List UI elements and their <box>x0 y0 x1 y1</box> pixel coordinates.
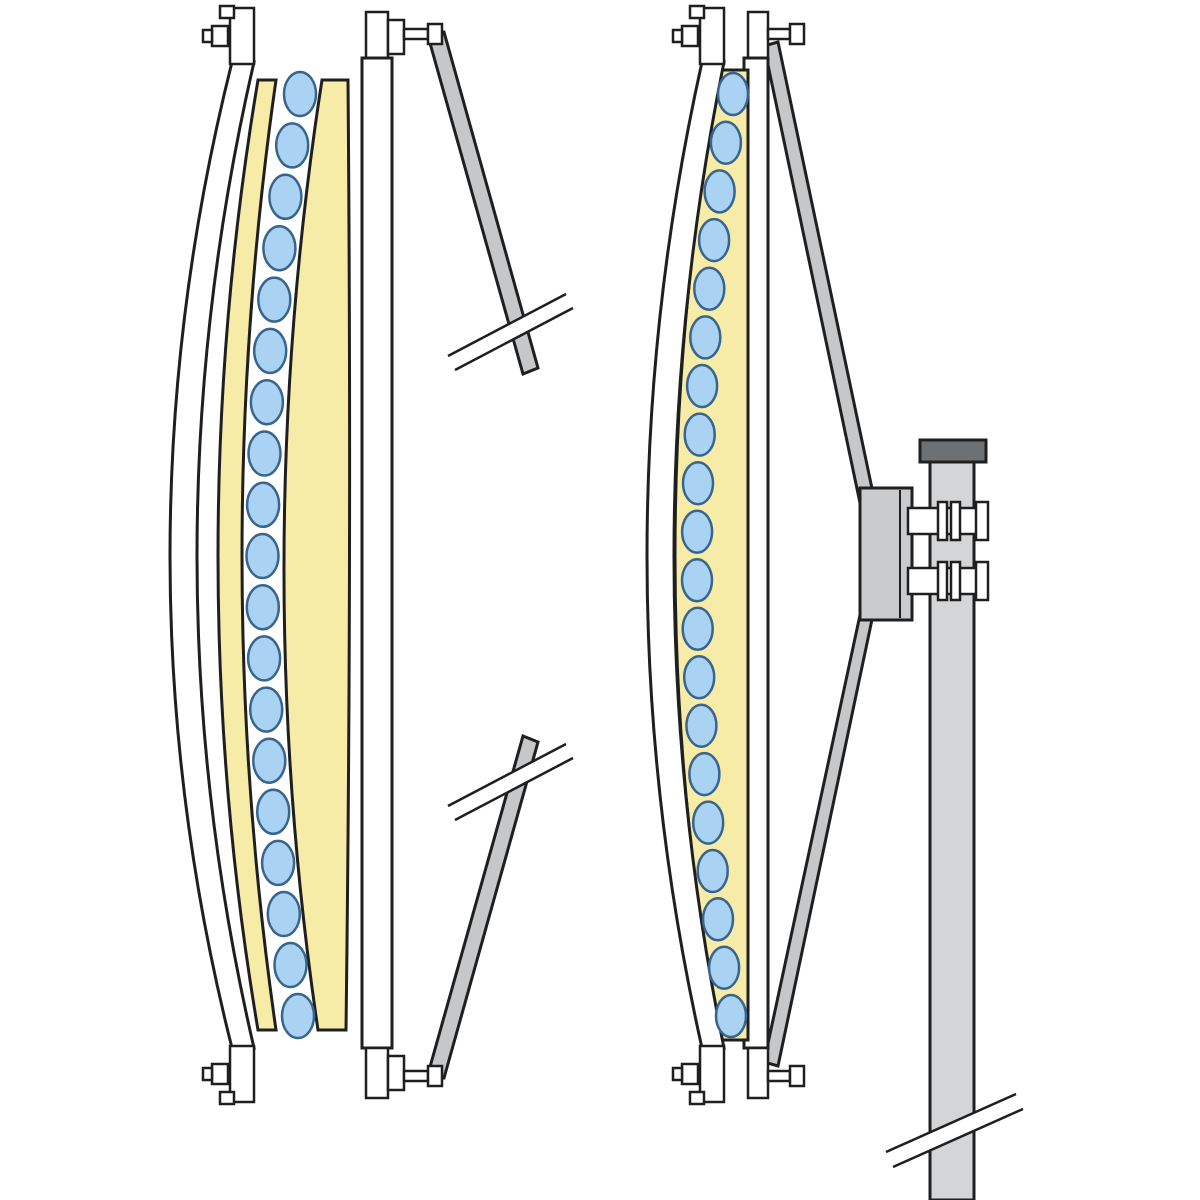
foam-bubble <box>252 327 288 375</box>
bolt-shaft-top <box>766 27 792 41</box>
back-panel-stub-bottom <box>746 1046 770 1100</box>
foam-bubble <box>247 430 282 477</box>
mirror-section-pole-mounted <box>645 4 1024 1200</box>
foam-bubble <box>282 70 318 118</box>
foam-layer-back <box>282 78 352 1032</box>
foam-bubble <box>245 532 280 580</box>
foam-bubble <box>246 635 282 682</box>
foam-bubble <box>689 315 722 360</box>
mounting-plate <box>858 486 914 622</box>
rim-clip-bottom <box>680 1062 700 1086</box>
foam-bubble <box>681 606 714 652</box>
foam-bubble <box>262 224 297 272</box>
rim-hook-top <box>218 4 236 20</box>
clamp-nut-lower <box>949 560 962 602</box>
foam-bubble <box>685 703 718 748</box>
support-strut-upper <box>762 40 876 505</box>
foam-bubble <box>280 992 316 1040</box>
foam-bubble <box>266 890 302 938</box>
rim-stub-bottom <box>228 1044 256 1104</box>
clamp-end-upper <box>974 500 990 542</box>
bolt-shaft-top <box>402 27 430 41</box>
bubble-column-left <box>245 70 318 1040</box>
break-mark-line <box>454 756 574 822</box>
back-panel-stub-top <box>746 10 770 64</box>
mirror-section-unmounted <box>168 4 574 1106</box>
rim-clip-top <box>680 24 700 48</box>
foam-bubble <box>696 848 729 894</box>
foam-bubble <box>685 363 719 409</box>
post-break-gap <box>886 1094 1023 1167</box>
foam-bubble <box>693 266 726 312</box>
bolt-shaft-bottom <box>402 1069 430 1083</box>
bolt-head-top <box>426 22 444 46</box>
rim-bolt-bottom <box>201 1066 214 1082</box>
break-mark-line <box>447 742 567 808</box>
back-panel <box>360 56 394 1050</box>
clamp-nut-upper <box>949 500 962 542</box>
mount-bracket-top <box>386 18 406 56</box>
post-cap <box>918 438 988 464</box>
clamp-nut-upper <box>936 500 949 542</box>
foam-bubble <box>683 412 716 457</box>
rim-bolt-bottom <box>671 1066 684 1082</box>
strut-break-gap <box>448 294 573 370</box>
foam-bubble <box>688 751 721 797</box>
break-mark-line <box>892 1107 1024 1169</box>
bolt-head-bottom <box>788 1064 806 1088</box>
mount-bracket-bottom <box>386 1054 406 1092</box>
foam-bubble <box>249 378 285 426</box>
rim-hook-bottom <box>218 1090 236 1106</box>
bubble-column-right <box>680 71 750 1039</box>
foam-bubble <box>274 122 310 169</box>
foam-layer-front <box>216 78 278 1032</box>
support-strut-lower <box>762 607 877 1068</box>
strut-break-gap <box>448 744 573 820</box>
rim-clip-top <box>210 24 230 48</box>
foam-bubble <box>681 460 715 506</box>
foam-bubble <box>273 941 308 989</box>
clamp-end-lower <box>974 560 990 602</box>
foam-bubble <box>707 945 741 990</box>
clamp-nut-lower <box>936 560 949 602</box>
foam-bubble <box>701 897 735 942</box>
foam-bubble <box>248 686 284 733</box>
bolt-head-top <box>788 22 806 46</box>
foam-bubble <box>255 788 291 836</box>
foam-bubble <box>268 173 303 221</box>
break-mark-line <box>447 292 567 358</box>
rim-bolt-top <box>671 28 684 44</box>
foam-bubble <box>252 737 287 784</box>
back-panel-stub-top <box>364 10 390 64</box>
foam-bubble <box>714 993 748 1039</box>
foam-bubble <box>257 276 292 323</box>
break-mark-line <box>885 1092 1017 1154</box>
break-mark-line <box>454 306 574 372</box>
foam-bubble <box>680 509 714 554</box>
bolt-head-bottom <box>426 1064 444 1088</box>
foam-bubble <box>245 583 281 631</box>
foam-bubble <box>691 800 725 845</box>
foam-bubble <box>709 120 743 165</box>
back-panel-stub-bottom <box>364 1046 390 1100</box>
rim-bolt-top <box>201 28 214 44</box>
foam-bubble <box>245 481 281 529</box>
bolt-shaft-bottom <box>766 1069 792 1083</box>
foam-bubble <box>716 71 750 117</box>
foam-bubble <box>703 169 736 214</box>
rim-hook-bottom <box>688 1090 706 1106</box>
foam-bubble <box>260 839 296 887</box>
foam-bubble <box>697 217 731 263</box>
foam-bubble <box>680 558 714 603</box>
rim-clip-bottom <box>210 1062 230 1086</box>
foam-bubble <box>682 654 716 700</box>
rim-hook-top <box>688 4 706 20</box>
